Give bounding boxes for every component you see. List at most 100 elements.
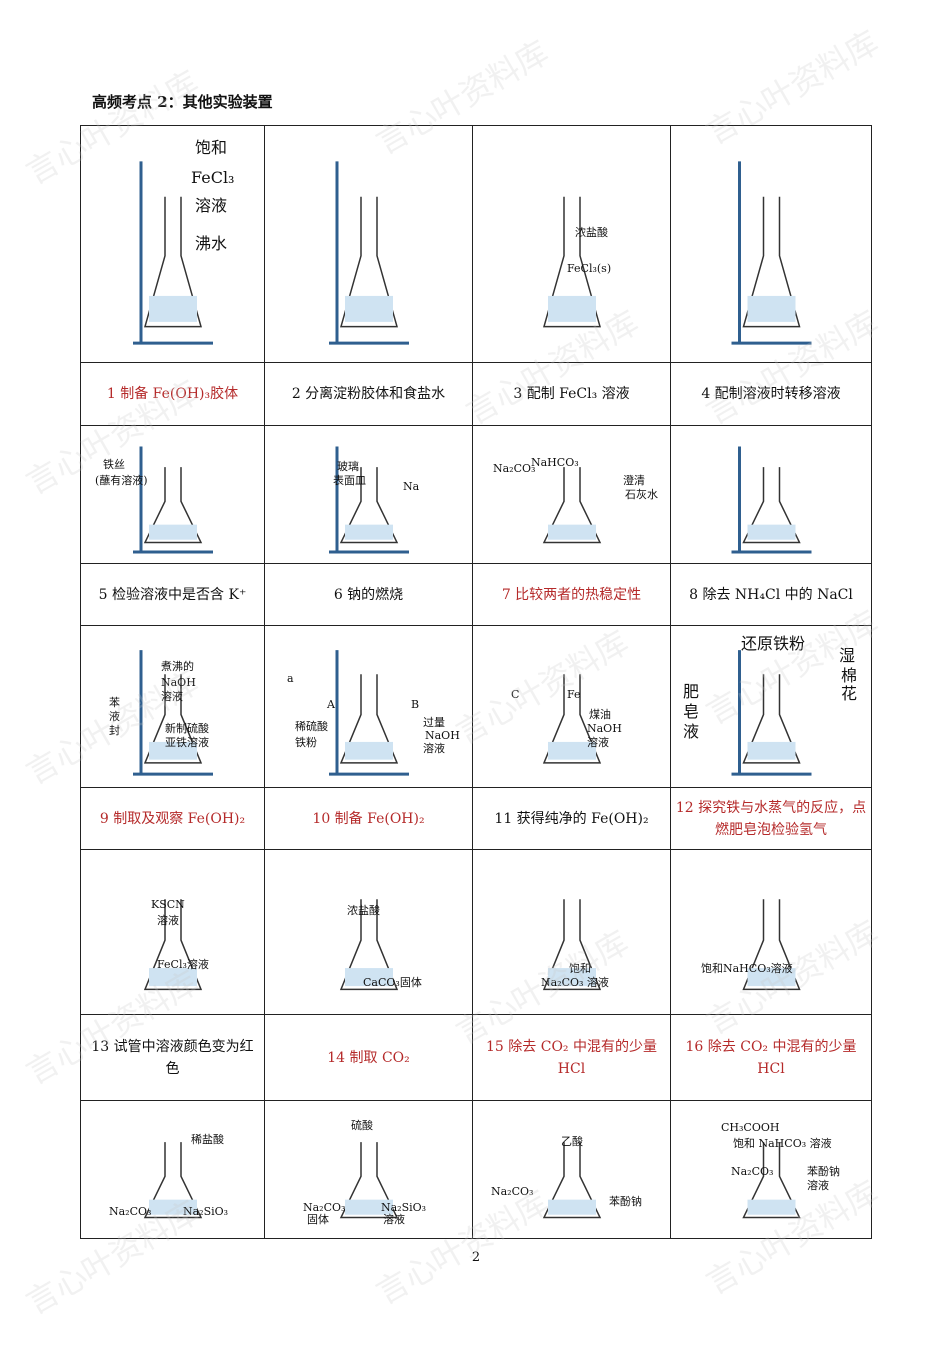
- apparatus-diagram: [731, 161, 812, 345]
- flask-icon: [543, 196, 601, 328]
- diagram-label: 溶液: [383, 1213, 405, 1226]
- diagram-label: 苯酚钠: [609, 1195, 642, 1208]
- diagram-label: 过量: [423, 716, 445, 729]
- experiment-caption: 13 试管中溶液颜色变为红色: [80, 1014, 265, 1101]
- diagram-label: 苯酚钠: [807, 1165, 840, 1178]
- diagram-cell: CH₃COOH 饱和 NaHCO₃ 溶液 Na₂CO₃ 苯酚钠溶液: [670, 1100, 872, 1239]
- flask-icon: [742, 467, 801, 544]
- diagram-label: 浓盐酸: [347, 904, 380, 917]
- experiment-caption: 15 除去 CO₂ 中混有的少量 HCl: [472, 1014, 671, 1101]
- diagram-label: 溶液: [587, 736, 609, 749]
- flask-icon: [742, 196, 801, 328]
- diagram-label: 石灰水: [625, 488, 658, 501]
- diagram-label: 铁粉: [295, 736, 317, 749]
- stand-icon: [329, 446, 409, 554]
- apparatus-diagram: [329, 161, 409, 345]
- page-number: 2: [471, 1250, 481, 1265]
- flask-icon: [742, 1142, 801, 1219]
- diagram-label: 液: [109, 710, 120, 723]
- flask-icon: [339, 899, 399, 991]
- diagram-label: (蘸有溶液): [95, 474, 148, 487]
- flask-icon: [742, 899, 801, 991]
- diagram-label: CH₃COOH: [721, 1121, 780, 1134]
- diagram-label: NaOH: [425, 729, 460, 742]
- diagram-label: NaHCO₃: [531, 456, 579, 469]
- diagram-label: 饱和 NaHCO₃ 溶液: [733, 1137, 832, 1150]
- diagram-label: 沸水: [195, 234, 228, 253]
- diagram-cell: 乙酸 Na₂CO₃ 苯酚钠: [472, 1100, 671, 1239]
- stand-icon: [329, 650, 409, 776]
- stand-icon: [731, 161, 812, 345]
- stand-icon: [731, 650, 812, 776]
- experiment-caption: 8 除去 NH₄Cl 中的 NaCl: [670, 563, 872, 626]
- experiment-caption: 1 制备 Fe(OH)₃胶体: [80, 362, 265, 426]
- diagram-label: NaOH: [161, 676, 196, 689]
- experiment-caption: 12 探究铁与水蒸气的反应，点燃肥皂泡检验氢气: [670, 787, 872, 850]
- diagram-cell: 铁丝(蘸有溶液): [80, 425, 265, 564]
- stand-icon: [133, 650, 213, 776]
- stand-icon: [329, 161, 409, 345]
- experiment-caption: 2 分离淀粉胶体和食盐水: [264, 362, 473, 426]
- apparatus-diagram: [339, 1142, 399, 1219]
- diagram-label: 浓盐酸: [575, 226, 608, 239]
- flask-icon: [742, 674, 801, 764]
- flask-icon: [339, 674, 399, 764]
- diagram-cell: 饱和NaHCO₃溶液: [670, 849, 872, 1015]
- diagram-label: Na₂CO₃ 溶液: [541, 976, 609, 989]
- diagram-label: 稀盐酸: [191, 1133, 224, 1146]
- diagram-label: 澄清: [623, 474, 645, 487]
- diagram-label: 溶液: [807, 1179, 829, 1192]
- diagram-label: FeCl₃(s): [567, 262, 612, 275]
- apparatus-diagram: [143, 899, 203, 991]
- apparatus-diagram: [543, 196, 601, 328]
- experiment-caption: 11 获得纯净的 Fe(OH)₂: [472, 787, 671, 850]
- flask-icon: [339, 1142, 399, 1219]
- apparatus-diagram: [542, 899, 602, 991]
- diagram-label: 乙酸: [561, 1135, 583, 1148]
- diagram-label: 饱和: [569, 962, 591, 975]
- apparatus-diagram: [143, 1142, 203, 1219]
- diagram-cell: [670, 125, 872, 363]
- diagram-label: 煮沸的: [161, 660, 194, 673]
- diagram-label: B: [411, 698, 420, 711]
- diagram-label: Na₂CO₃: [303, 1201, 346, 1214]
- diagram-label: A: [327, 698, 335, 711]
- flask-icon: [340, 196, 398, 328]
- experiment-caption: 7 比较两者的热稳定性: [472, 563, 671, 626]
- diagram-label: 溶液: [195, 196, 228, 215]
- apparatus-diagram: [329, 650, 409, 776]
- diagram-label: Na₂CO₃: [731, 1165, 774, 1178]
- experiment-caption: 5 检验溶液中是否含 K⁺: [80, 563, 265, 626]
- diagram-label: 玻璃: [337, 460, 359, 473]
- diagram-label: KSCN: [151, 898, 185, 911]
- diagram-label: Na₂CO₃: [491, 1185, 534, 1198]
- diagram-label: 湿: [839, 646, 856, 665]
- diagram-label: 稀硫酸: [295, 720, 328, 733]
- diagram-label: 还原铁粉: [741, 634, 806, 653]
- apparatus-diagram: [742, 899, 801, 991]
- stand-icon: [731, 446, 812, 554]
- diagram-cell: [670, 425, 872, 564]
- apparatus-diagram: [133, 446, 213, 554]
- apparatus-diagram: [731, 446, 812, 554]
- diagram-label: 封: [109, 724, 120, 737]
- diagram-cell: 浓盐酸 FeCl₃(s): [472, 125, 671, 363]
- diagram-cell: 还原铁粉湿棉花肥皂液: [670, 625, 872, 788]
- diagram-label: 新制硫酸: [165, 722, 209, 735]
